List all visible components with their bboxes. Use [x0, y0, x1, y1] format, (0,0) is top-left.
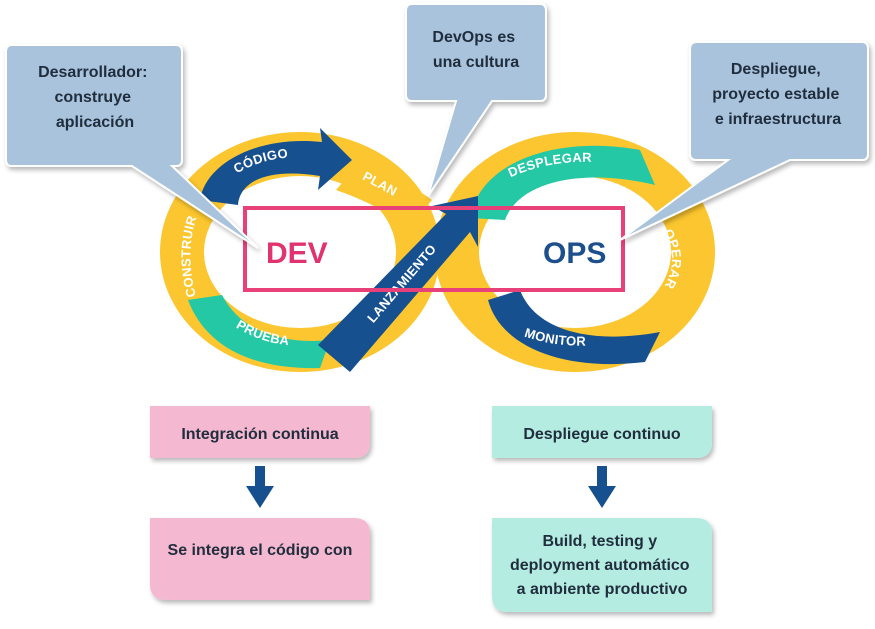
ci-title-box	[150, 406, 370, 458]
ci-flow: Integración continua Se integra el códig…	[150, 406, 370, 600]
callout-deploy-line-1: Despliegue,	[731, 61, 821, 78]
monitor-segment-shape	[488, 290, 660, 365]
ci-result-line-1: Se integra el código con	[168, 542, 353, 559]
callout-culture-line-1: DevOps es	[432, 29, 515, 46]
cd-title: Despliegue continuo	[523, 426, 681, 443]
dev-ops-frame	[243, 206, 625, 292]
cd-result-line-3: a ambiente productivo	[517, 581, 688, 598]
cd-down-arrow-icon	[588, 466, 616, 508]
callout-culture-text: DevOps es una cultura	[432, 29, 519, 71]
ops-label: OPS	[543, 237, 606, 270]
callout-developer-line-1: Desarrollador:	[38, 64, 147, 81]
code-segment-shape	[200, 128, 352, 205]
callout-deploy	[619, 41, 869, 241]
cd-result-line-2: deployment automático	[510, 557, 690, 574]
callout-developer	[5, 44, 259, 249]
ci-result-box	[150, 518, 370, 600]
callout-developer-line-2: construye	[55, 89, 132, 106]
callout-deploy-text: Despliegue, proyecto estable e infraestr…	[712, 61, 844, 128]
plan-segment-shape	[336, 160, 432, 228]
infinity-loop: CÓDIGO PLAN CONSTRUIR PRUEBA LANZAMIENTO…	[160, 128, 715, 372]
callout-culture	[405, 3, 547, 197]
cd-title-box	[492, 406, 712, 458]
deploy-segment-shape	[470, 145, 655, 220]
dev-label: DEV	[266, 237, 328, 270]
callout-culture-line-2: una cultura	[433, 54, 519, 71]
callout-deploy-line-2: proyecto estable	[712, 86, 839, 103]
cd-result-text: Build, testing y deployment automático a…	[510, 533, 694, 598]
cd-result-box	[492, 518, 712, 612]
ci-result-text: Se integra el código con	[168, 542, 353, 559]
ci-down-arrow-icon	[246, 466, 274, 508]
release-segment-shape	[318, 196, 478, 372]
callout-deploy-line-3: e infraestructura	[715, 111, 841, 128]
operate-label: OPERAR	[661, 226, 685, 292]
cd-result-line-1: Build, testing y	[542, 533, 657, 550]
test-segment-shape	[188, 295, 330, 369]
callout-developer-text: Desarrollador: construye aplicación	[38, 64, 152, 131]
callout-developer-line-3: aplicación	[56, 114, 134, 131]
ci-title: Integración continua	[181, 426, 338, 443]
cd-flow: Despliegue continuo Build, testing y dep…	[492, 406, 712, 612]
